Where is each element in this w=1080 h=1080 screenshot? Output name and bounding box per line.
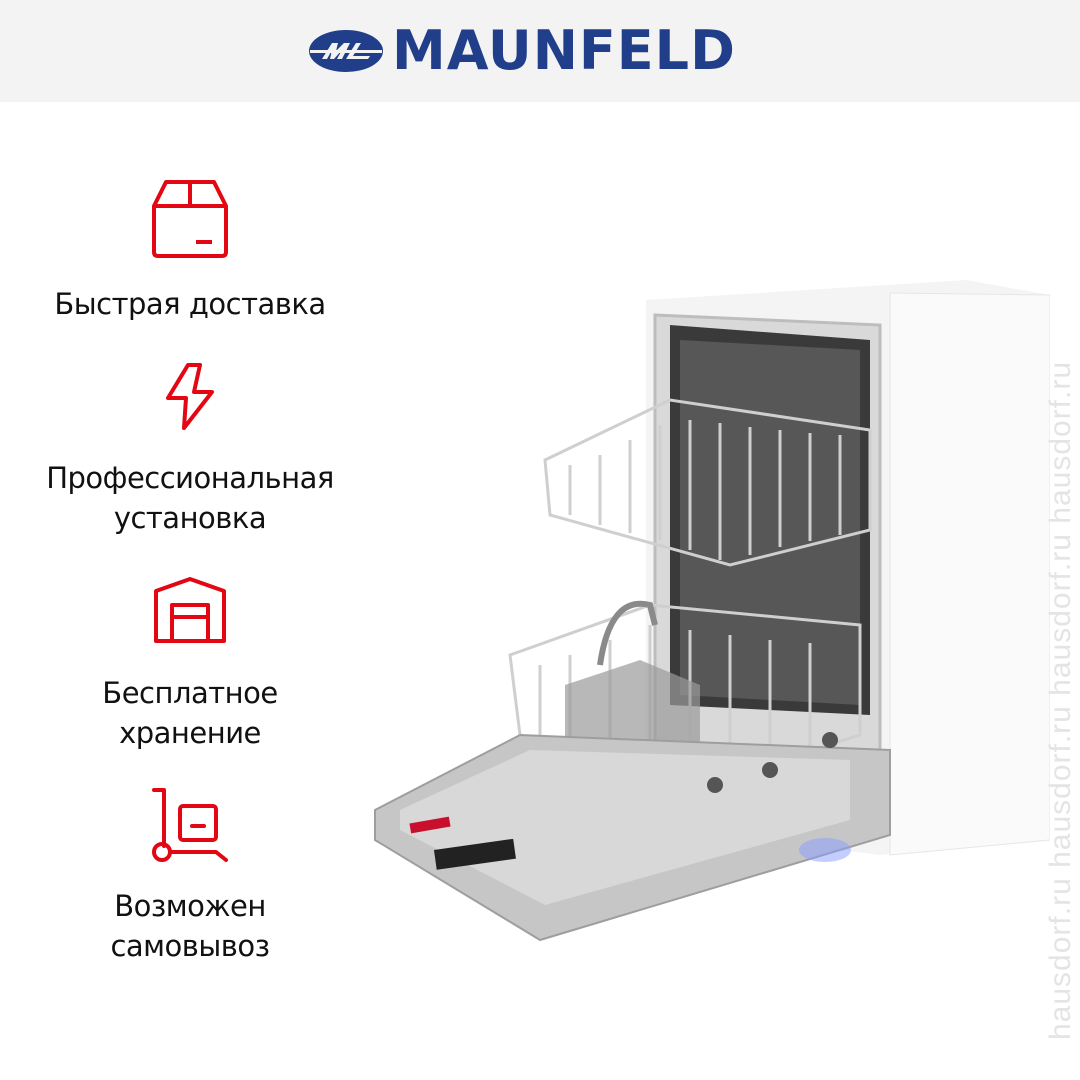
feature-label-line1: Бесплатное	[102, 676, 278, 710]
header-bar: MAUNFELD	[0, 0, 1080, 102]
feature-fast-delivery: Быстрая доставка	[0, 178, 380, 324]
watermark: hausdorf.ru hausdorf.ru hausdorf.ru haus…	[1044, 360, 1077, 1040]
feature-label-line1: Возможен	[114, 889, 266, 923]
warehouse-icon	[154, 577, 226, 643]
maunfeld-logo-mark-icon	[309, 30, 383, 72]
feature-label-line1: Профессиональная	[46, 461, 334, 495]
brand-name: MAUNFELD	[392, 19, 736, 82]
box-icon	[152, 180, 228, 258]
feature-label-line2: установка	[113, 501, 267, 535]
lightning-icon	[166, 363, 214, 430]
feature-label-line2: самовывоз	[110, 929, 270, 963]
feature-free-storage: Бесплатное хранение	[0, 575, 380, 753]
feature-self-pickup: Возможен самовывоз	[0, 786, 380, 966]
dishwasher-product-image	[374, 280, 1050, 942]
hand-truck-icon	[152, 788, 228, 862]
feature-label: Быстрая доставка	[54, 287, 326, 321]
feature-professional-install: Профессиональная установка	[0, 362, 380, 538]
feature-label-line2: хранение	[119, 716, 261, 750]
brand-logo: MAUNFELD	[308, 24, 736, 78]
